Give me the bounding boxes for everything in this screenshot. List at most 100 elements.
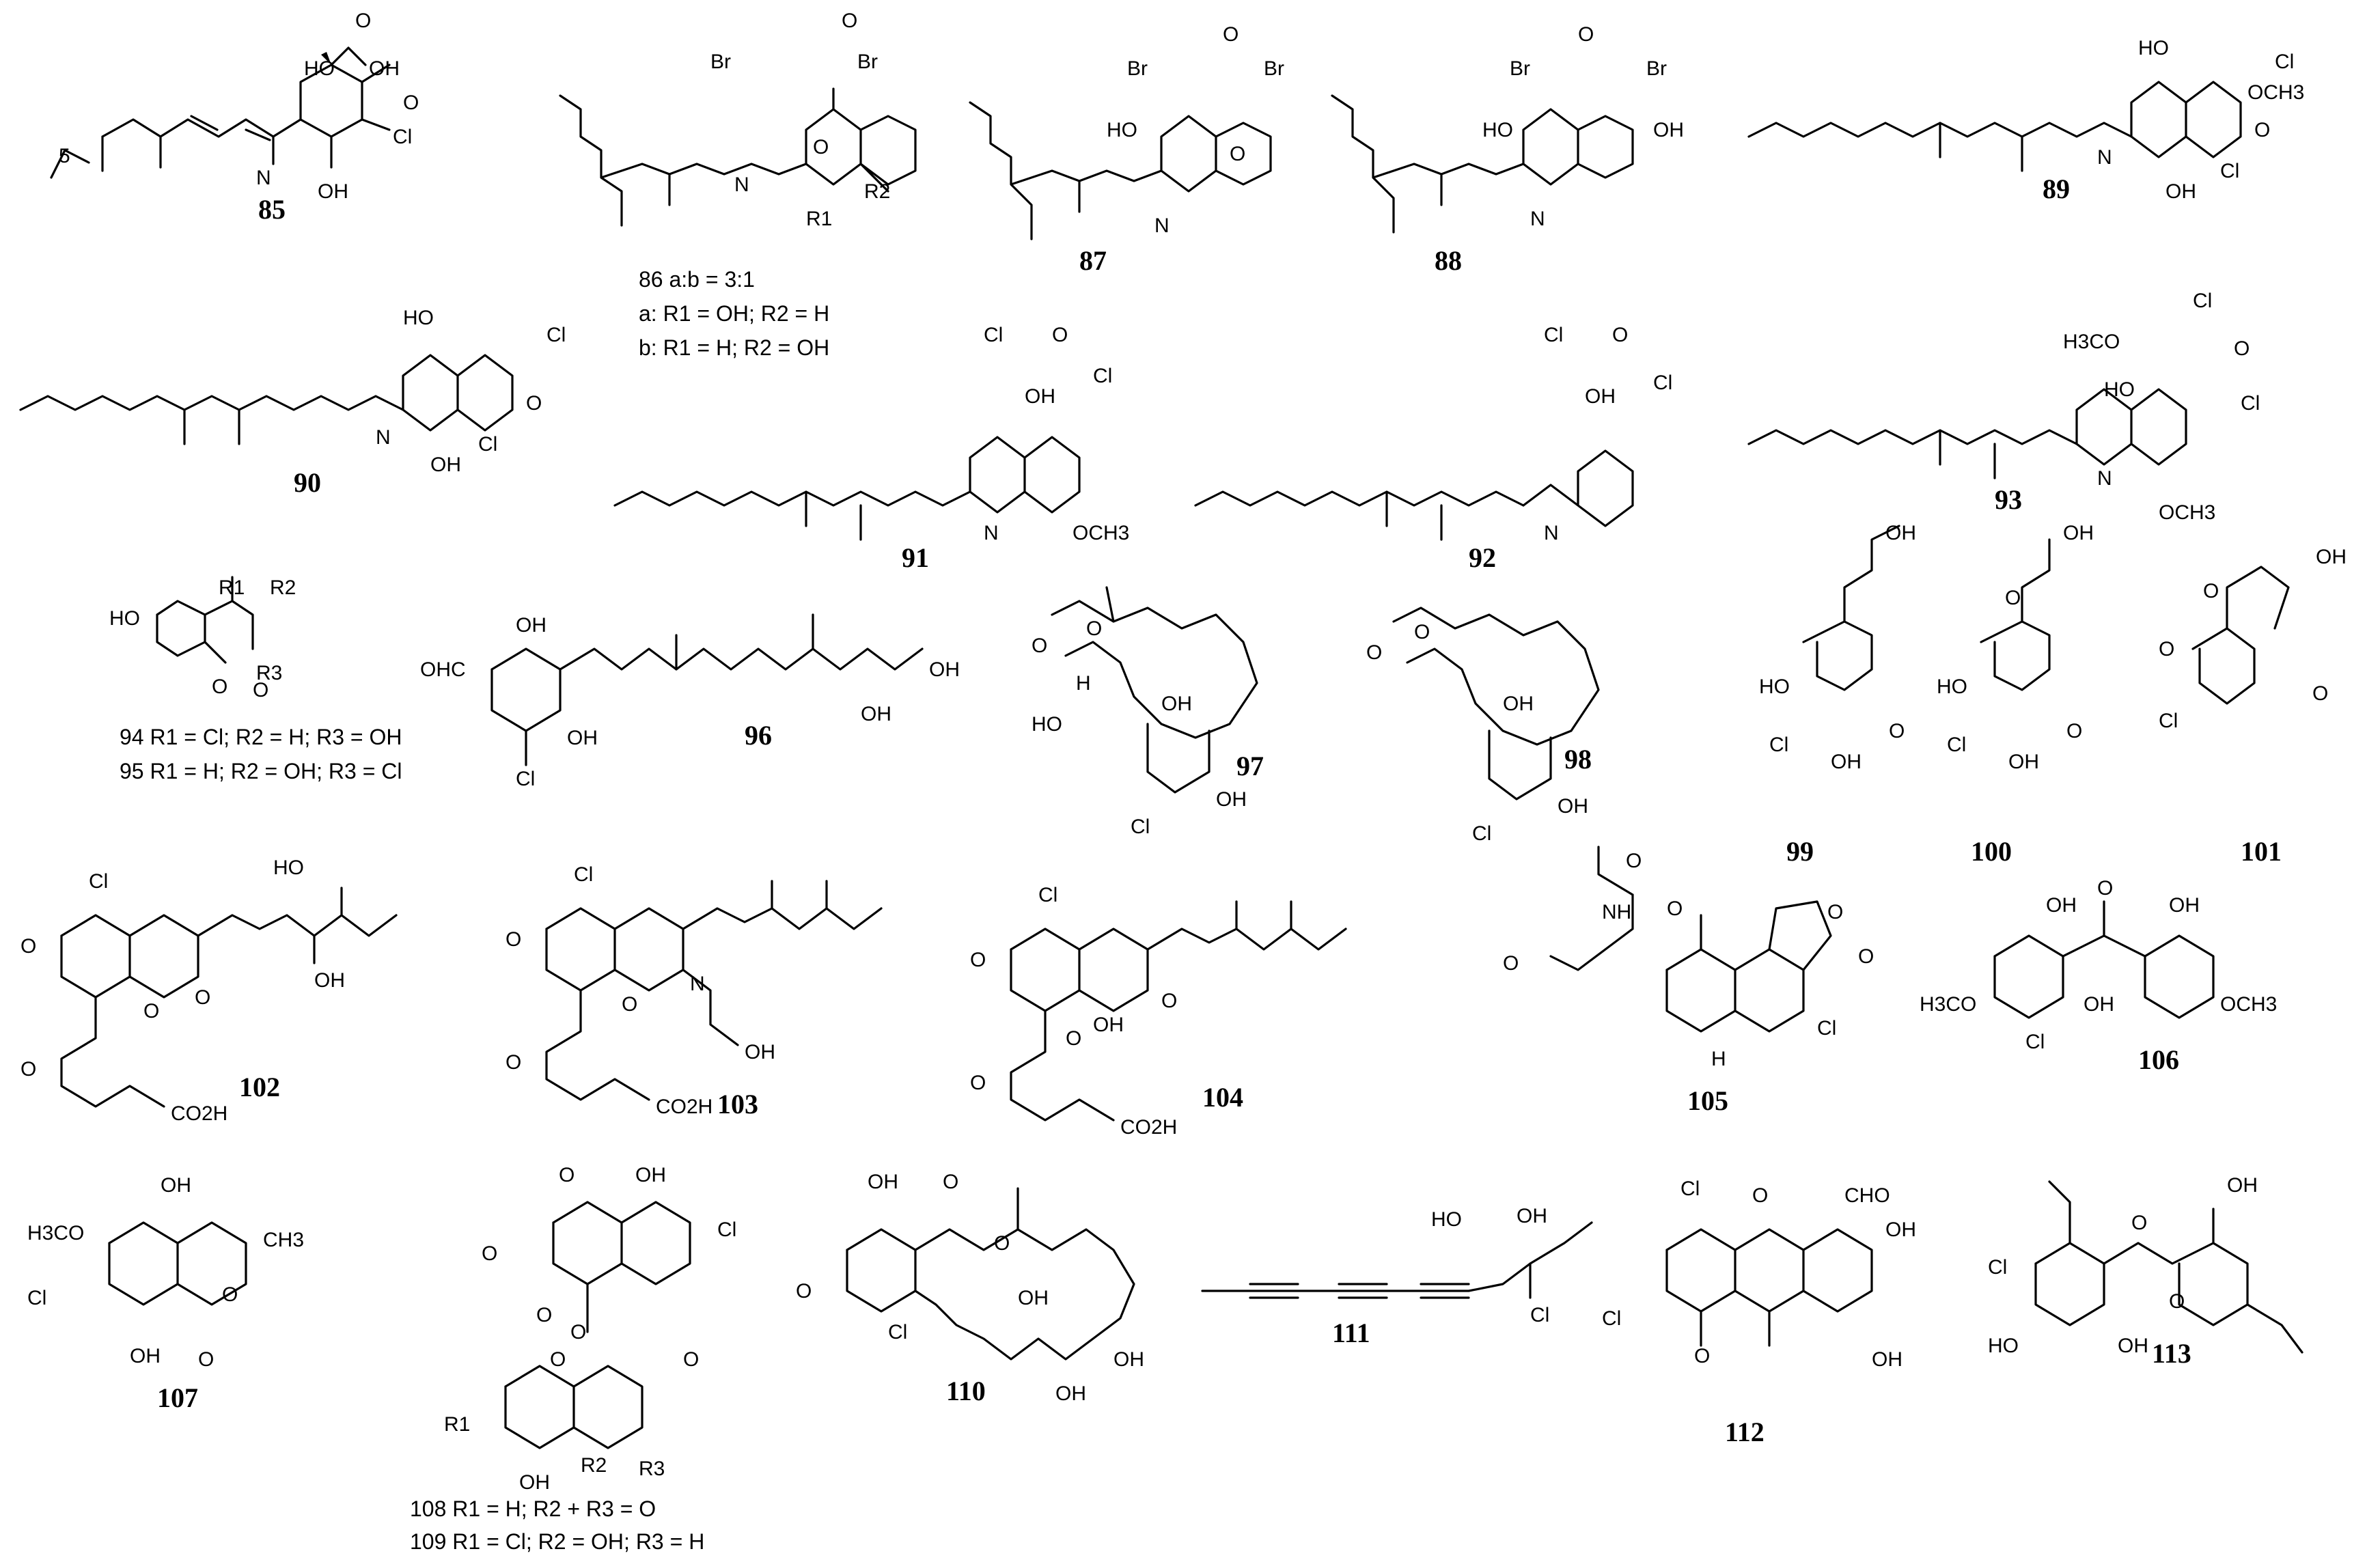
- c112-atom-cl1: Cl: [1680, 1178, 1700, 1200]
- c100-atom-o: O: [2066, 720, 2082, 742]
- c100-atom-ho: HO: [1937, 675, 1967, 698]
- compound-label-98: 98: [1564, 744, 1592, 775]
- c98-atom-o2: O: [1366, 641, 1382, 664]
- c90-atom-ho: HO: [403, 307, 434, 329]
- c102-atom-o2: O: [143, 1000, 159, 1022]
- c113-atom-oh1: OH: [2227, 1174, 2258, 1197]
- c97-atom-h: H: [1076, 672, 1091, 695]
- c108-atom-o-keto: O: [559, 1164, 575, 1186]
- compound-112: Cl O CHO OH Cl O OH 112: [1602, 1178, 1916, 1447]
- c106-atom-oh3: OH: [2084, 993, 2114, 1016]
- c93-atom-och3: OCH3: [2159, 501, 2215, 524]
- c93-atom-h3co: H3CO: [2063, 331, 2120, 353]
- compound-99: OH HO Cl OH O 99: [1759, 522, 1916, 867]
- c105-atom-o2: O: [1667, 897, 1683, 920]
- c107-atom-ch3: CH3: [263, 1229, 304, 1251]
- c106-atom-h3co: H3CO: [1920, 993, 1976, 1016]
- compound-label-85: 85: [258, 194, 286, 225]
- c107-atom-o-ring: O: [222, 1283, 238, 1306]
- compound-93: Cl H3CO O HO Cl N OCH3 93: [1747, 290, 2260, 524]
- c89-atom-och3: OCH3: [2247, 81, 2304, 104]
- c108-note: 108 R1 = H; R2 + R3 = O: [410, 1496, 656, 1521]
- c87-atom-ho: HO: [1107, 119, 1137, 141]
- compound-label-105: 105: [1687, 1085, 1728, 1116]
- c110-atom-oh2: OH: [1018, 1287, 1049, 1309]
- c108-atom-o-epox1: O: [482, 1242, 497, 1265]
- c94-atom-o2: O: [253, 679, 268, 701]
- c113-atom-oh2: OH: [2118, 1335, 2148, 1357]
- c85-atom-o-keto: O: [403, 92, 419, 114]
- c102-atom-o4: O: [20, 1058, 36, 1081]
- c103-atom-co2h: CO2H: [656, 1096, 712, 1118]
- c108-atom-o-c: O: [550, 1348, 566, 1371]
- c89-atom-cl2: Cl: [2220, 160, 2239, 182]
- c85-atom-chain-repeat: 5: [59, 145, 70, 167]
- compound-label-99: 99: [1786, 836, 1814, 867]
- c98-atom-o1: O: [1414, 621, 1430, 643]
- c93-atom-ho: HO: [2104, 378, 2135, 401]
- compound-91: Cl O OH Cl N OCH3 91: [613, 324, 1129, 573]
- compound-label-102: 102: [239, 1072, 280, 1102]
- c96-atom-oh2: OH: [567, 727, 598, 749]
- c105-atom-o3: O: [1503, 952, 1519, 975]
- c102-atom-o3: O: [195, 986, 210, 1009]
- c94-atom-r1: R1: [219, 576, 245, 599]
- c88-atom-br1: Br: [1510, 57, 1530, 80]
- c89-atom-ho: HO: [2138, 37, 2169, 59]
- c110-atom-ome: O: [796, 1280, 812, 1303]
- c89-atom-o: O: [2254, 119, 2270, 141]
- c100-atom-o-epox: O: [2005, 587, 2021, 609]
- c108-atom-oh2: OH: [519, 1471, 550, 1494]
- compound-107: OH H3CO CH3 O Cl OH O 107: [27, 1174, 304, 1413]
- compound-92: Cl O OH Cl N 92: [1194, 324, 1672, 573]
- c90-atom-cl2: Cl: [478, 433, 497, 456]
- c90-atom-oh: OH: [430, 454, 461, 476]
- c103-atom-oh: OH: [745, 1041, 775, 1063]
- c98-atom-cl: Cl: [1472, 822, 1491, 845]
- c88-atom-n: N: [1530, 208, 1545, 230]
- c106-atom-cl: Cl: [2025, 1031, 2045, 1053]
- c108-atom-o-epox2: O: [683, 1348, 699, 1371]
- c88-atom-oh: OH: [1653, 119, 1684, 141]
- c92-atom-oh: OH: [1585, 385, 1616, 408]
- compound-label-88: 88: [1435, 245, 1462, 276]
- compound-108-109: O OH Cl O O O O O R1 OH R2 R3 108 R1 = H…: [410, 1164, 736, 1554]
- c107-atom-oh1: OH: [161, 1174, 191, 1197]
- c110-atom-oh4: OH: [1113, 1348, 1144, 1371]
- compound-102: Cl O O O HO OH O CO2H 102: [20, 856, 398, 1125]
- c102-atom-cl: Cl: [89, 870, 108, 893]
- c98-atom-oh1: OH: [1503, 693, 1534, 715]
- compound-label-101: 101: [2241, 836, 2282, 867]
- c88-atom-o-keto: O: [1578, 23, 1594, 46]
- c96-atom-cl: Cl: [516, 768, 535, 790]
- c110-atom-o-keto: O: [943, 1171, 958, 1193]
- c96-atom-ohc: OHC: [420, 658, 466, 681]
- c105-atom-o-lactone: O: [1827, 901, 1843, 923]
- c97-atom-cl: Cl: [1131, 816, 1150, 838]
- c108-atom-r1: R1: [444, 1413, 470, 1436]
- c103-atom-o3: O: [506, 1051, 521, 1074]
- c113-atom-o-keto: O: [2131, 1212, 2147, 1234]
- c85-atom-cl: Cl: [393, 126, 412, 148]
- compound-105: O NH O O O O H Cl 105: [1503, 846, 1874, 1116]
- c86-atom-br1: Br: [710, 51, 731, 73]
- compound-label-110: 110: [946, 1376, 986, 1406]
- c112-atom-o-me: O: [1752, 1184, 1768, 1207]
- c105-atom-o1: O: [1626, 850, 1642, 872]
- c111-atom-ho: HO: [1431, 1208, 1462, 1231]
- c105-atom-h: H: [1711, 1048, 1726, 1070]
- c86-atom-br2: Br: [857, 51, 878, 73]
- c89-atom-oh: OH: [2165, 180, 2196, 203]
- c101-atom-o2: O: [2312, 682, 2328, 705]
- compound-113: OH Cl O O HO OH 113: [1988, 1174, 2303, 1369]
- compound-86: O Br Br O N R1 R2 86 a:b = 3:1 a: R1 = O…: [559, 10, 917, 360]
- c103-atom-n: N: [690, 973, 705, 995]
- c108-atom-oh1: OH: [635, 1164, 666, 1186]
- c86-atom-r2: R2: [864, 180, 890, 203]
- compound-label-107: 107: [157, 1382, 198, 1413]
- c104-atom-cl: Cl: [1038, 884, 1057, 906]
- c100-atom-oh2: OH: [2008, 751, 2039, 773]
- compound-label-103: 103: [717, 1089, 758, 1119]
- c97-atom-o2: O: [1032, 635, 1047, 657]
